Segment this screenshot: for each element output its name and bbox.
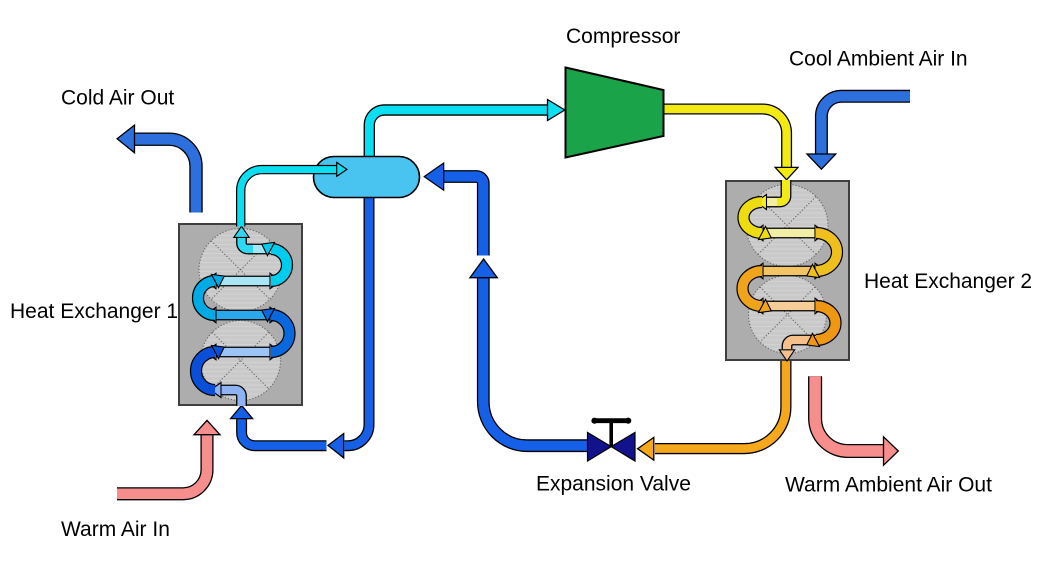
svg-text:Warm Air In: Warm Air In: [61, 518, 170, 541]
svg-text:Compressor: Compressor: [566, 25, 680, 48]
svg-text:Heat Exchanger 1: Heat Exchanger 1: [10, 300, 178, 323]
svg-text:Warm Ambient Air Out: Warm Ambient Air Out: [785, 474, 992, 497]
svg-text:Expansion Valve: Expansion Valve: [536, 473, 691, 496]
svg-text:Cold Air Out: Cold Air Out: [61, 87, 174, 110]
svg-text:Heat Exchanger 2: Heat Exchanger 2: [864, 270, 1032, 293]
svg-text:Cool Ambient Air In: Cool Ambient Air In: [789, 48, 968, 71]
